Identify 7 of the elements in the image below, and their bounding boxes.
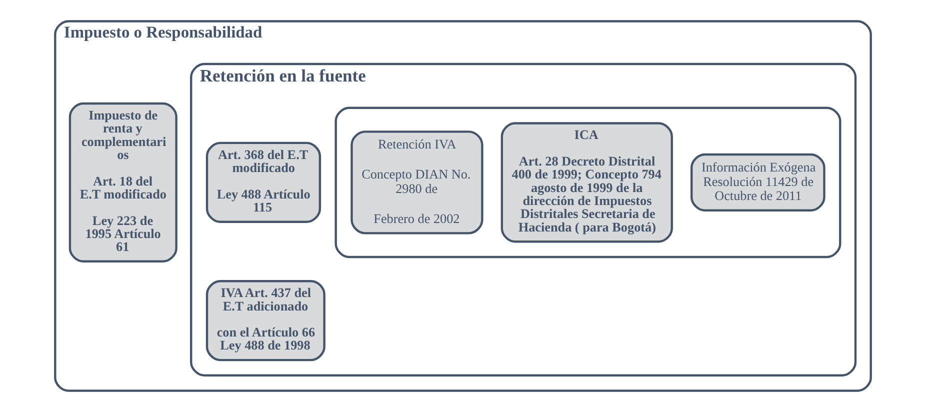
node-box: Información Exógena Resolución 11429 de Octubre de 2011 — [690, 153, 826, 212]
node-box: ICA Art. 28 Decreto Distrital 400 de 1999; Concepto 794 agosto de 1999 de la dirección de Impuestos Distritales Secretaria de Hacienda ( para Bogotá) — [500, 122, 673, 243]
node-box: Art. 368 del E.T modificado Ley 488 Artículo 115 — [206, 142, 322, 223]
node-box: Impuesto de renta y complementari os Art. 18 del E.T modificado Ley 223 de 1995 Artículo 61 — [68, 102, 178, 262]
node-box: IVA Art. 437 del E.T adicionado con el Artículo 66 Ley 488 de 1998 — [206, 280, 326, 362]
node-box: Retención IVA Concepto DIAN No. 2980 de Febrero de 2002 — [350, 130, 484, 234]
cluster — [334, 106, 842, 258]
